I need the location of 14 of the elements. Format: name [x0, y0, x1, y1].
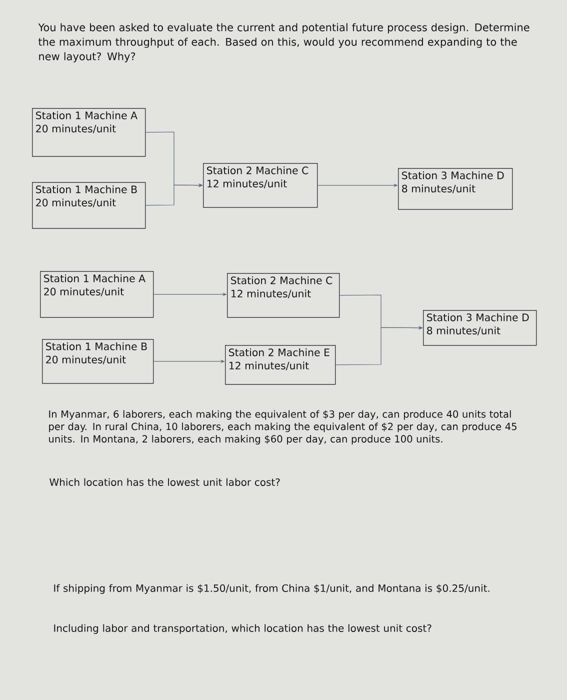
machine-box: Station 2 Machine C 12 minutes/unit: [227, 273, 340, 318]
machine-box: Station 1 Machine B 20 minutes/unit: [32, 182, 146, 229]
machine-box: Station 1 Machine A 20 minutes/unit: [40, 271, 154, 318]
question-text: In Myanmar, 6 laborers, each making the equivalent of $3 per day, can produce 40 units total per day. In rural China, 10 laborers, each making the equivalent of $2 per day, can produce 45 units. In Montana, 2 laborers, each making $60 per day, can produce 100 units.: [49, 410, 516, 444]
question-text: If shipping from Myanmar is $1.50/unit, from China $1/unit, and Montana is $0.25/unit.: [54, 584, 490, 594]
machine-box: Station 2 Machine C 12 minutes/unit: [203, 163, 318, 208]
question-text: Which location has the lowest unit labor cost?: [50, 478, 280, 486]
machine-box: Station 3 Machine D 8 minutes/unit: [398, 168, 513, 210]
question-text: Including labor and transportation, which location has the lowest unit cost?: [54, 624, 432, 634]
machine-box: Station 1 Machine B 20 minutes/unit: [42, 339, 154, 384]
machine-box: Station 1 Machine A 20 minutes/unit: [32, 108, 146, 157]
machine-box: Station 2 Machine E 12 minutes/unit: [225, 345, 336, 385]
question-text: You have been asked to evaluate the current and potential future process design. Determine the maximum throughput of each. Based on this, would you recommend expanding to the new layout? Why?: [38, 23, 530, 62]
machine-box: Station 3 Machine D 8 minutes/unit: [423, 310, 537, 346]
